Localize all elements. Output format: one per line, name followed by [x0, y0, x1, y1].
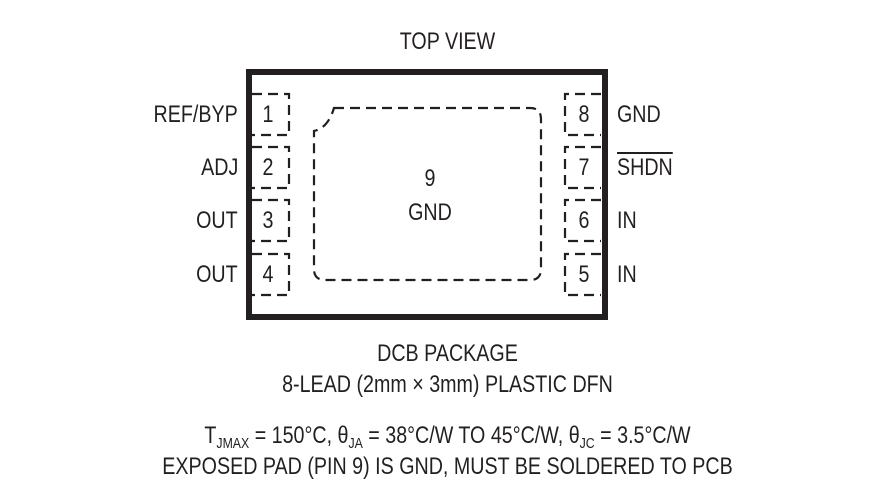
pin-number-5: 5: [578, 261, 590, 288]
diagram-title: TOP VIEW: [399, 28, 496, 55]
pad-6-outline: [563, 198, 601, 243]
theta-ja-subscript: JA: [348, 435, 363, 452]
pin-label-7: SHDN: [617, 154, 673, 181]
pin-number-4: 4: [262, 261, 274, 288]
pin-label-8: GND: [617, 101, 661, 128]
pin-number-8: 8: [578, 101, 590, 128]
pin-number-6: 6: [578, 207, 590, 234]
pin-label-6: IN: [617, 207, 637, 234]
pin-number-7: 7: [578, 154, 590, 181]
package-description: 8-LEAD (2mm × 3mm) PLASTIC DFN: [282, 371, 613, 398]
pin-label-4: OUT: [196, 261, 238, 288]
tjmax-value: = 150°C,: [249, 422, 338, 449]
exposed-pad-label: GND: [408, 199, 452, 226]
tjmax-symbol: T: [204, 422, 217, 449]
pad-1-outline: [252, 92, 291, 137]
pin-label-2: ADJ: [200, 154, 238, 181]
thermal-note: TJMAX = 150°C, θJA = 38°C/W TO 45°C/W, θ…: [81, 422, 815, 452]
pad-8-outline: [563, 92, 601, 137]
pad-7-outline: [563, 145, 601, 190]
pad-4-outline: [252, 252, 291, 297]
pin-label-1: REF/BYP: [153, 101, 238, 128]
exposed-pad-note: EXPOSED PAD (PIN 9) IS GND, MUST BE SOLD…: [162, 453, 733, 480]
exposed-pad-number: 9: [424, 165, 436, 192]
pad-2-outline: [252, 145, 291, 190]
theta-jc-subscript: JC: [579, 435, 595, 452]
theta-jc-symbol: θ: [568, 422, 580, 449]
pin-label-3: OUT: [196, 207, 238, 234]
pin-number-3: 3: [262, 207, 274, 234]
theta-jc-value: = 3.5°C/W: [594, 422, 691, 449]
theta-ja-symbol: θ: [337, 422, 349, 449]
pin-number-1: 1: [262, 101, 274, 128]
package-name: DCB PACKAGE: [377, 340, 518, 367]
package-outline: [246, 69, 608, 320]
pin-label-5: IN: [617, 261, 637, 288]
tjmax-subscript: JMAX: [216, 435, 250, 452]
pad-3-outline: [252, 198, 291, 243]
exposed-pad-outline: [312, 106, 543, 282]
theta-ja-value: = 38°C/W TO 45°C/W,: [362, 422, 569, 449]
pad-5-outline: [563, 252, 601, 297]
pin-number-2: 2: [262, 154, 274, 181]
